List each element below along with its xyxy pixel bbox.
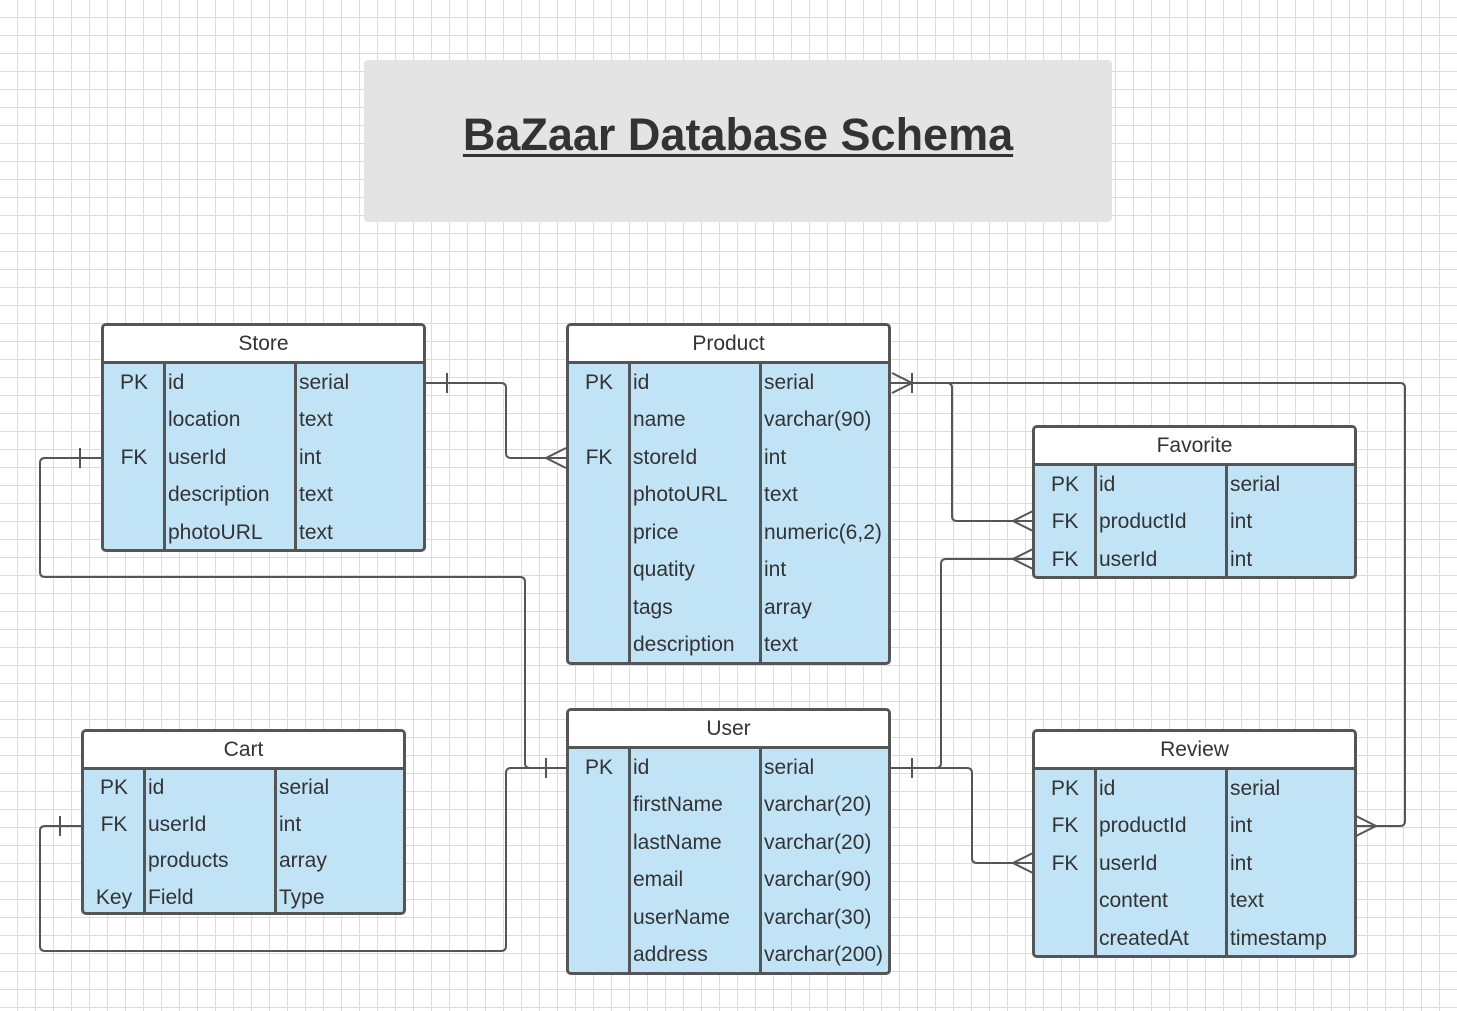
entity-header-favorite: Favorite bbox=[1035, 428, 1354, 466]
many-marker-user-review bbox=[1010, 852, 1034, 874]
entity-header-cart: Cart bbox=[84, 732, 403, 770]
many-marker-user-favorite bbox=[1010, 548, 1034, 570]
entity-header-product: Product bbox=[569, 326, 888, 364]
diagram-title: BaZaar Database Schema bbox=[462, 109, 1014, 160]
connector-user-store bbox=[39, 457, 566, 769]
connector-user-review bbox=[890, 767, 1033, 864]
connector-user-cart bbox=[39, 767, 566, 952]
entity-header-store: Store bbox=[104, 326, 423, 364]
many-marker-product-review bbox=[1355, 815, 1379, 837]
title-box: BaZaar Database Schema bbox=[364, 60, 1112, 222]
connector-product-review bbox=[890, 382, 1406, 827]
connector-user-favorite bbox=[890, 558, 1033, 769]
connector-product-favorite bbox=[890, 382, 1033, 522]
connector-store-product bbox=[425, 382, 566, 459]
entity-header-review: Review bbox=[1035, 732, 1354, 770]
entity-header-user: User bbox=[569, 711, 888, 749]
many-marker-store-product bbox=[543, 447, 567, 469]
many-marker-product-favorite bbox=[1010, 510, 1034, 532]
